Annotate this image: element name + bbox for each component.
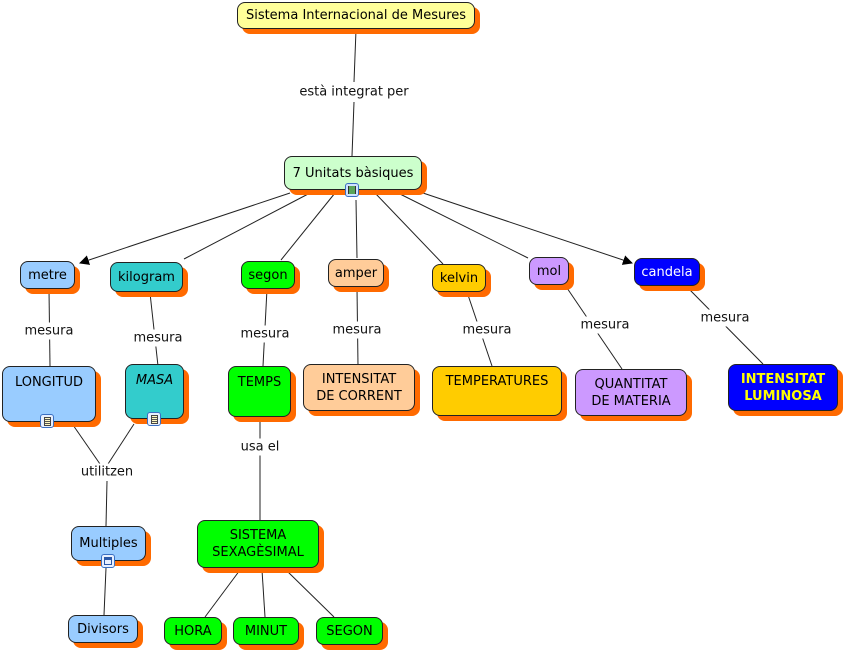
concept-temps-label: TEMPS (237, 375, 282, 390)
concept-temperatures[interactable]: TEMPERATURES (432, 366, 562, 416)
concept-root-label: Sistema Internacional de Mesures (245, 8, 467, 23)
concept-minut[interactable]: MINUT (233, 617, 299, 645)
concept-multiples-label: Multiples (79, 536, 138, 551)
link-hub-metre (79, 192, 291, 265)
concept-mol-label: mol (536, 263, 562, 279)
concept-intensitat-corrent-label: INTENSITAT DE CORRENT (316, 371, 402, 404)
link-hub-candela (422, 192, 633, 265)
concept-metre-label: metre (28, 267, 67, 283)
concept-quantitat-materia-label: QUANTITAT DE MATERIA (591, 376, 671, 409)
concept-hora-label: HORA (174, 623, 212, 639)
concept-segon-temps-label: SEGON (326, 623, 373, 639)
link-label-mesura-candela: mesura (698, 309, 752, 327)
concept-kelvin[interactable]: kelvin (432, 264, 486, 292)
concept-amper-label: amper (334, 265, 378, 281)
link-label-mesura-metre: mesura (22, 322, 76, 340)
concept-kelvin-label: kelvin (439, 270, 479, 286)
concept-longitud-label: LONGITUD (14, 375, 84, 390)
link-integrat-hub (351, 101, 355, 157)
concept-candela-label: candela (641, 264, 693, 280)
link-label-mesura-segon: mesura (238, 325, 292, 343)
link-label-mesura-amper: mesura (330, 321, 384, 339)
document-resource-icon[interactable] (40, 414, 54, 428)
link-label-mesura-kelvin: mesura (460, 321, 514, 339)
concept-sistema-sexagesimal-label: SISTEMA SEXAGÈSIMAL (212, 528, 304, 560)
link-label-mesura-mol: mesura (578, 316, 632, 334)
concept-masa[interactable]: MASA (125, 364, 184, 419)
link-hub-kilogram (183, 192, 311, 260)
link-hub-kelvin (374, 192, 444, 265)
concept-kilogram-label: kilogram (118, 269, 175, 285)
link-hub-mol (397, 192, 529, 259)
concept-intensitat-luminosa-label: INTENSITAT LUMINOSA (740, 371, 826, 404)
concept-map-resource-icon[interactable] (101, 554, 115, 568)
concept-quantitat-materia[interactable]: QUANTITAT DE MATERIA (575, 369, 687, 416)
concept-intensitat-corrent[interactable]: INTENSITAT DE CORRENT (303, 364, 415, 411)
concept-segon-label: segon (248, 267, 288, 283)
video-resource-icon[interactable] (345, 183, 359, 197)
concept-segon-temps[interactable]: SEGON (316, 617, 383, 645)
concept-metre[interactable]: metre (20, 261, 75, 289)
concept-kilogram[interactable]: kilogram (110, 262, 183, 292)
concept-divisors[interactable]: Divisors (68, 615, 138, 643)
link-label-mesura-kilogram: mesura (131, 329, 185, 347)
concept-amper[interactable]: amper (328, 259, 384, 287)
concept-masa-label: MASA (135, 373, 174, 388)
concept-sistema-sexagesimal[interactable]: SISTEMA SEXAGÈSIMAL (197, 520, 319, 568)
concept-temps[interactable]: TEMPS (228, 366, 291, 417)
link-hub-segon (280, 192, 336, 261)
concept-hub-label: 7 Unitats bàsiques (292, 165, 414, 181)
concept-minut-label: MINUT (244, 623, 288, 639)
concept-root[interactable]: Sistema Internacional de Mesures (237, 2, 475, 29)
concept-longitud[interactable]: LONGITUD (2, 366, 96, 422)
link-label-integrat: està integrat per (297, 83, 411, 101)
concept-hub[interactable]: 7 Unitats bàsiques (284, 156, 422, 190)
document-resource-icon[interactable] (147, 412, 161, 426)
concept-intensitat-luminosa[interactable]: INTENSITAT LUMINOSA (728, 364, 838, 411)
link-root-integrat (353, 29, 357, 83)
link-label-utilitzen: utilitzen (78, 463, 136, 481)
concept-segon[interactable]: segon (241, 261, 295, 289)
concept-hora[interactable]: HORA (164, 617, 222, 645)
link-label-usa-el: usa el (238, 438, 282, 456)
concept-candela[interactable]: candela (634, 258, 700, 286)
concept-temperatures-label: TEMPERATURES (445, 374, 549, 389)
concept-mol[interactable]: mol (529, 257, 569, 285)
link-hub-amper (355, 199, 358, 259)
concept-divisors-label: Divisors (77, 621, 129, 637)
